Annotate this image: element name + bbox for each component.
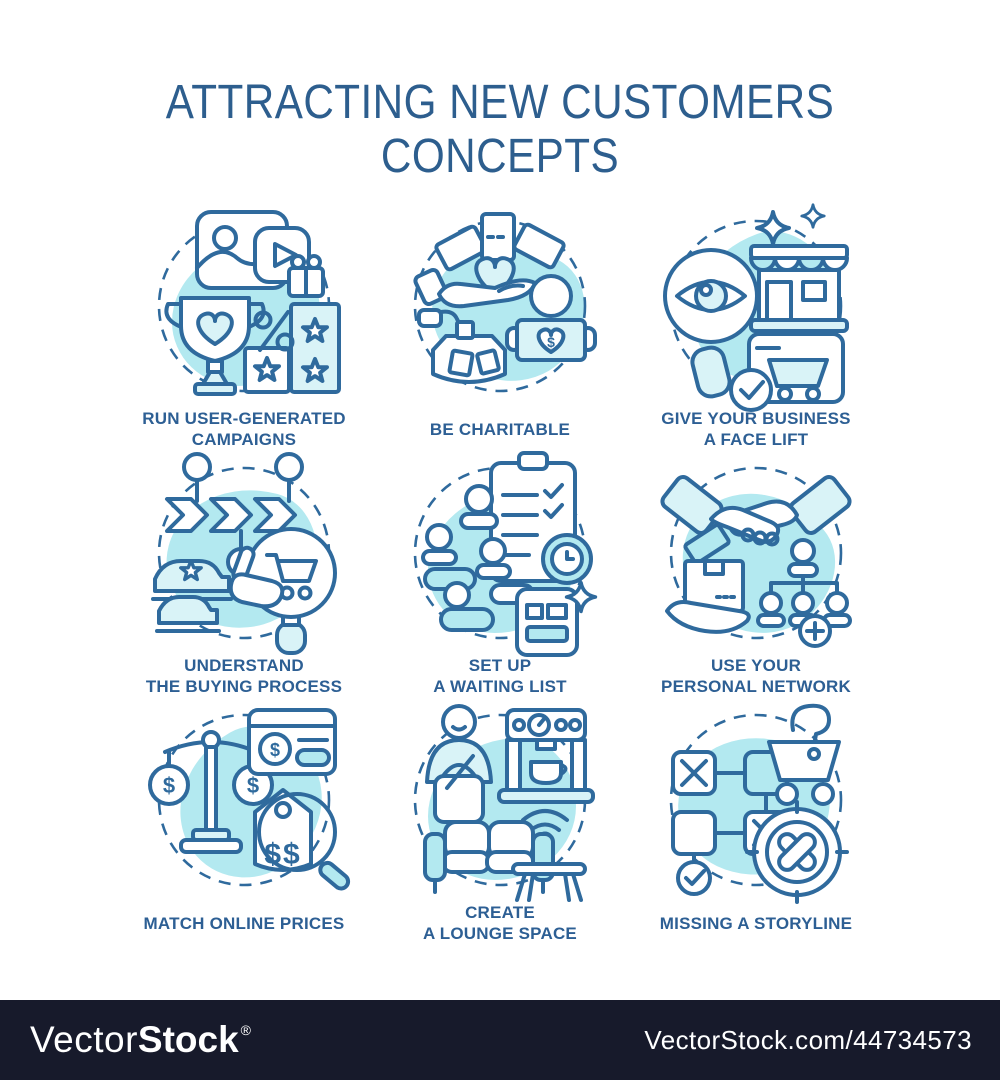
clipboard-clock-people-icon	[421, 451, 598, 657]
handshake-org-chart-icon	[660, 475, 852, 648]
watermark-bar: VectorStock® VectorStock.com/44734573	[0, 1000, 1000, 1080]
vectorstock-logo: VectorStock®	[30, 1019, 251, 1061]
concept-label: MATCH ONLINE PRICES	[143, 913, 345, 933]
flowchart-basket-target-icon	[671, 703, 849, 904]
dashed-circle	[669, 713, 843, 887]
storefront-eye-magnifier-icon	[663, 203, 849, 412]
svg-text:$: $	[163, 773, 175, 798]
trophy-media-campaign-icon	[164, 210, 341, 396]
concept-label: BE CHARITABLE	[429, 419, 571, 439]
process-arrows-cars-cart-icon	[151, 452, 337, 655]
svg-text:$: $	[247, 773, 259, 798]
sofa-coffee-machine-icon	[423, 704, 595, 902]
svg-text:$: $	[547, 334, 555, 350]
concept-card-be-charitable: $ BE CHARITABLE	[372, 210, 628, 457]
svg-text:$: $	[270, 740, 280, 760]
scale-price-tag-icon: $ $ $ $$	[148, 708, 351, 891]
concept-card-match-online-prices: $ $ $ $$ MATCH ONLINE PRICES	[116, 704, 372, 951]
logo-text-bold: Stock	[137, 1019, 239, 1060]
dashed-circle	[157, 713, 331, 887]
vectorstock-reference: VectorStock.com/44734573	[644, 1024, 972, 1055]
dashed-circle	[669, 466, 843, 640]
charity-hands-donation-icon: $	[413, 212, 597, 384]
registered-mark: ®	[240, 1022, 251, 1038]
concept-card-missing-a-storyline: MISSING A STORYLINE	[628, 703, 884, 951]
concept-label: MISSING A STORYLINE	[659, 913, 853, 933]
logo-text-light: Vector	[30, 1019, 138, 1060]
